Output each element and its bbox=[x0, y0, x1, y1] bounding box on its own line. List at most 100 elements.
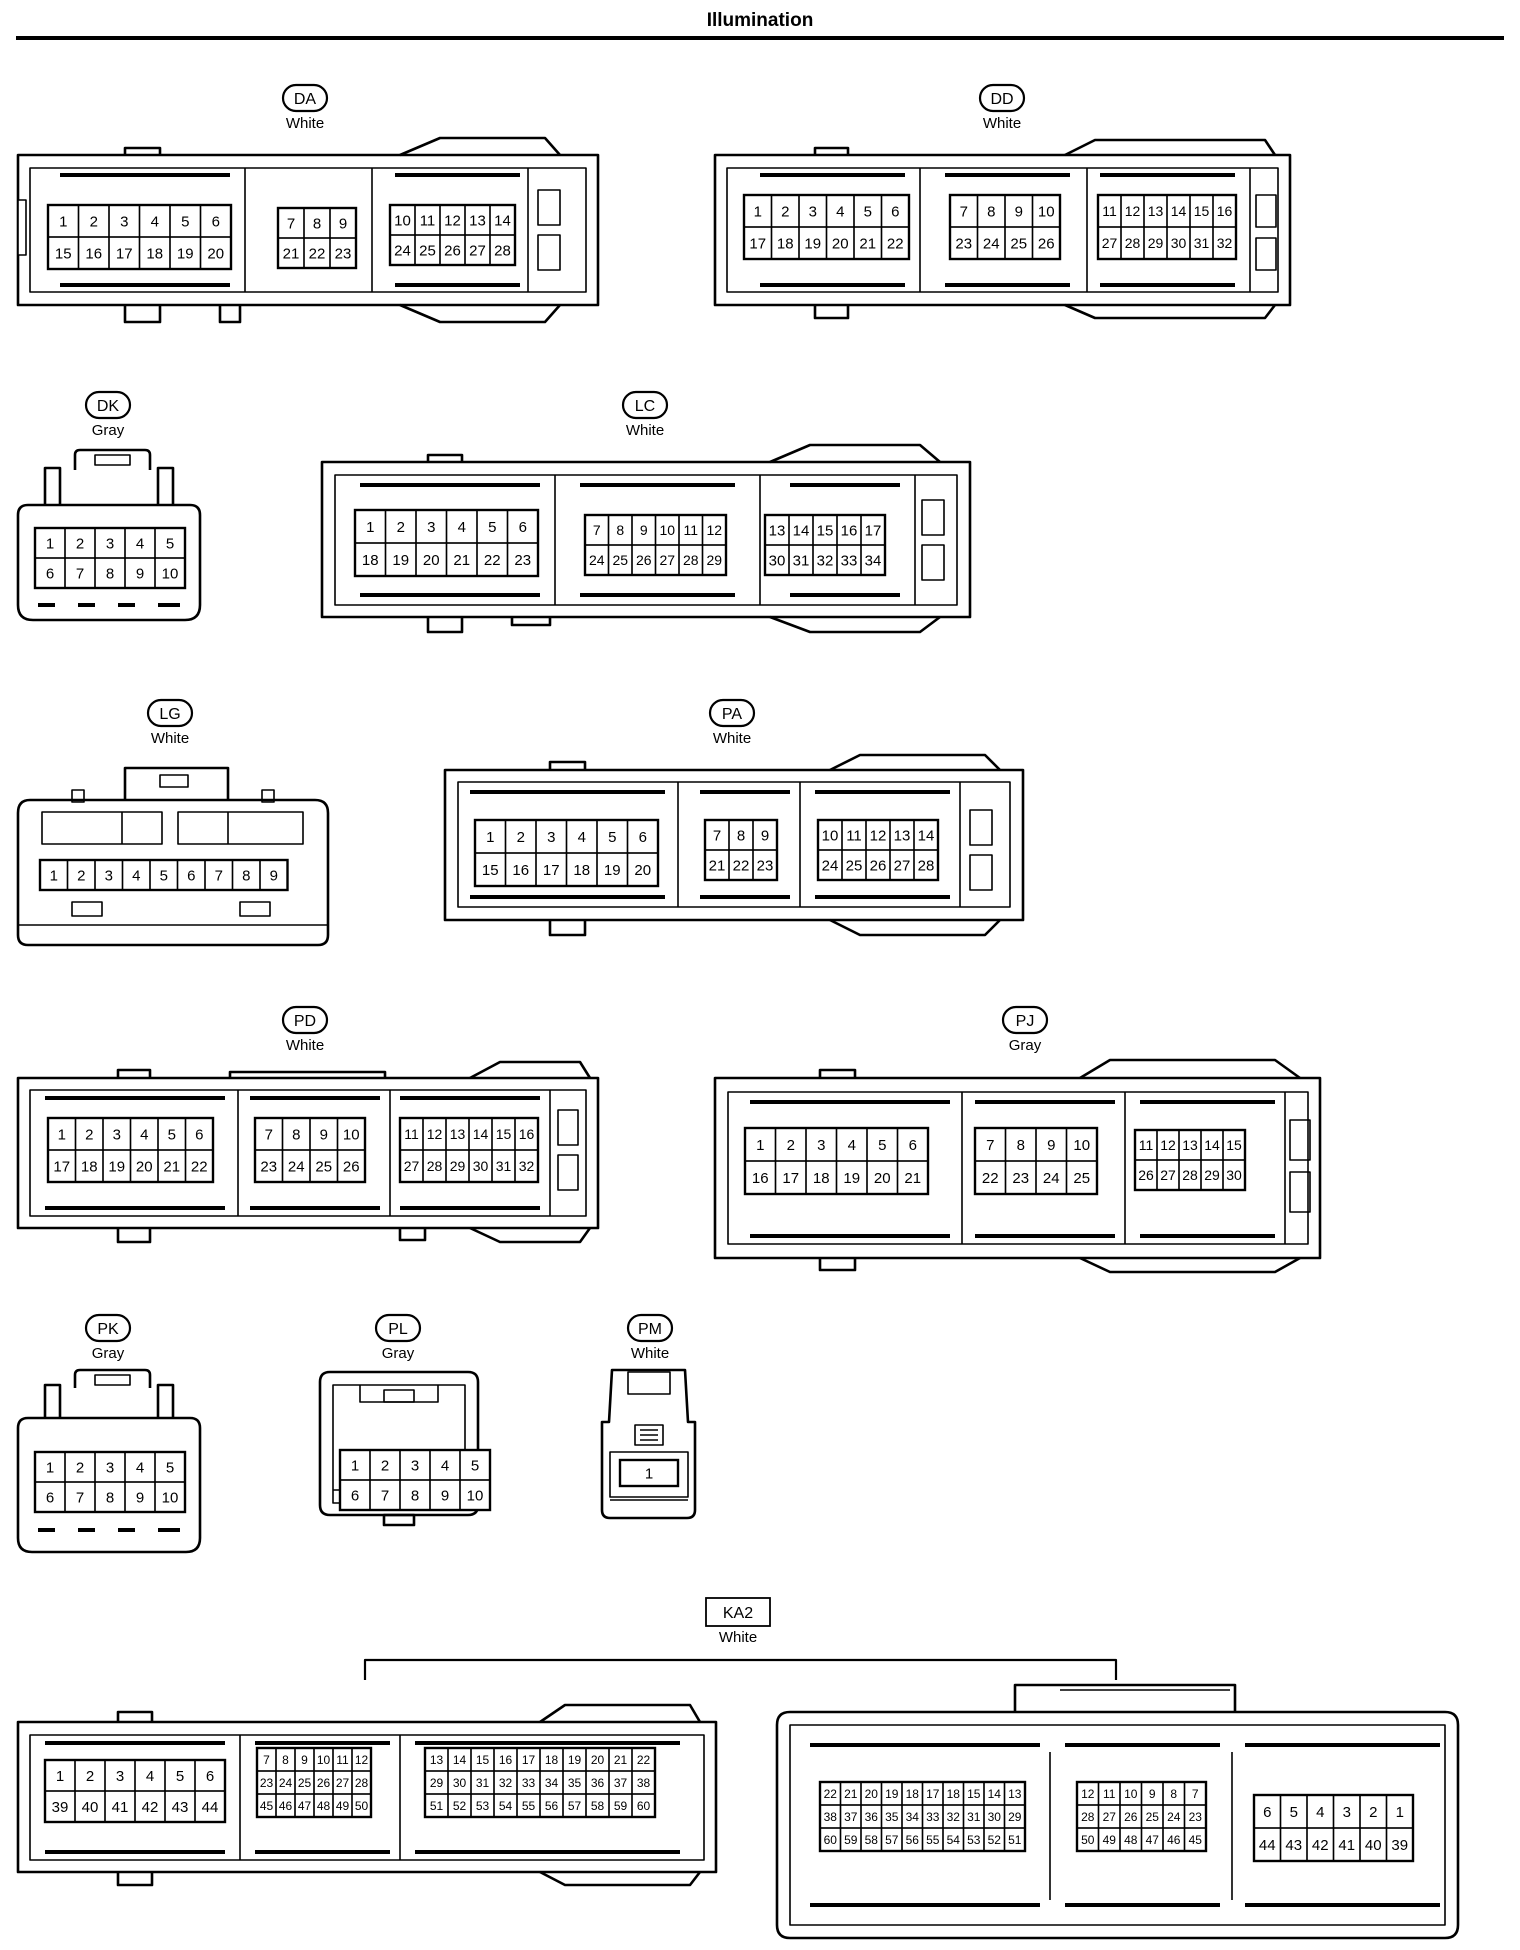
connector-dd-color: White bbox=[983, 115, 1021, 132]
connector-ka2-badge bbox=[705, 1597, 771, 1627]
pin-number: 12 bbox=[706, 522, 722, 538]
pin-cell bbox=[880, 226, 910, 260]
pin-cell bbox=[619, 1459, 679, 1487]
pin-number: 1 bbox=[754, 203, 762, 220]
pin-number: 31 bbox=[496, 1158, 512, 1174]
pin-number: 21 bbox=[859, 235, 876, 252]
pin-number: 18 bbox=[906, 1787, 920, 1801]
pin-number: 4 bbox=[136, 535, 144, 552]
pin-number: 1 bbox=[59, 213, 67, 230]
pin-number: 5 bbox=[166, 1459, 174, 1476]
pin-cell bbox=[896, 1160, 929, 1195]
connector-dd-badge bbox=[978, 83, 1026, 113]
pin-number: 29 bbox=[706, 552, 722, 568]
pin-number: 15 bbox=[1226, 1137, 1242, 1153]
pin-number: 9 bbox=[136, 565, 144, 582]
pin-number: 10 bbox=[822, 827, 839, 844]
pin-number: 18 bbox=[81, 1158, 98, 1175]
pin-number: 8 bbox=[313, 215, 321, 232]
pin-number: 46 bbox=[279, 1799, 293, 1813]
pin-number: 8 bbox=[987, 203, 995, 220]
pin-number: 18 bbox=[545, 1753, 559, 1767]
pin-number: 16 bbox=[85, 245, 102, 262]
pin-number: 26 bbox=[636, 552, 652, 568]
pin-number: 4 bbox=[836, 203, 844, 220]
pin-number: 7 bbox=[960, 203, 968, 220]
pin-number: 1 bbox=[58, 1126, 66, 1143]
pin-cell bbox=[154, 557, 186, 589]
pin-number: 25 bbox=[1073, 1170, 1090, 1187]
pin-number: 2 bbox=[85, 1126, 93, 1143]
pin-number: 1 bbox=[46, 535, 54, 552]
pin-number: 36 bbox=[591, 1776, 605, 1790]
pin-number: 17 bbox=[749, 235, 766, 252]
pin-number: 28 bbox=[918, 857, 935, 874]
pin-number: 9 bbox=[1015, 203, 1023, 220]
pin-number: 18 bbox=[362, 552, 379, 569]
pin-number: 15 bbox=[496, 1126, 512, 1142]
pin-number: 60 bbox=[824, 1833, 838, 1847]
pin-number: 9 bbox=[761, 827, 769, 844]
pin-number: 9 bbox=[640, 522, 648, 538]
pin-number: 30 bbox=[1171, 235, 1187, 251]
pin-number: 6 bbox=[212, 213, 220, 230]
pin-number: 54 bbox=[499, 1799, 513, 1813]
pin-number: 24 bbox=[288, 1158, 305, 1175]
pin-number: 5 bbox=[166, 535, 174, 552]
pin-number: 25 bbox=[419, 242, 436, 259]
pin-number: 25 bbox=[315, 1158, 332, 1175]
pin-number: 40 bbox=[82, 1799, 99, 1816]
pin-number: 26 bbox=[1038, 235, 1055, 252]
pin-number: 32 bbox=[947, 1810, 961, 1824]
pin-number: 12 bbox=[427, 1126, 443, 1142]
pin-number: 8 bbox=[282, 1753, 289, 1767]
connector-da-badge bbox=[281, 83, 329, 113]
pin-number: 23 bbox=[260, 1776, 274, 1790]
pin-number: 1 bbox=[366, 519, 374, 536]
pin-number: 22 bbox=[637, 1753, 651, 1767]
pin-number: 5 bbox=[864, 203, 872, 220]
title-rule bbox=[16, 36, 1504, 40]
pin-number: 11 bbox=[1103, 1787, 1116, 1801]
pin-number: 19 bbox=[804, 235, 821, 252]
pin-number: 17 bbox=[53, 1158, 70, 1175]
pin-number: 35 bbox=[568, 1776, 582, 1790]
pin-number: 5 bbox=[1290, 1804, 1298, 1821]
pin-number: 20 bbox=[634, 862, 651, 879]
pin-number: 21 bbox=[614, 1753, 628, 1767]
pin-number: 29 bbox=[1204, 1167, 1220, 1183]
pin-number: 17 bbox=[782, 1170, 799, 1187]
pin-cell bbox=[154, 1481, 186, 1513]
pin-number: 44 bbox=[1259, 1837, 1276, 1854]
pin-number: 24 bbox=[279, 1776, 293, 1790]
pin-number: 15 bbox=[817, 522, 834, 539]
pin-cell bbox=[631, 1793, 656, 1818]
connector-pj-color: Gray bbox=[1009, 1037, 1042, 1054]
connector-lc-color: White bbox=[626, 422, 664, 439]
pin-number: 25 bbox=[846, 857, 863, 874]
pin-number: 2 bbox=[76, 1459, 84, 1476]
connector-pm-badge bbox=[626, 1313, 674, 1343]
pin-number: 2 bbox=[381, 1457, 389, 1474]
pin-number: 21 bbox=[163, 1158, 180, 1175]
pin-number: 6 bbox=[46, 565, 54, 582]
pin-number: 53 bbox=[967, 1833, 981, 1847]
pin-number: 8 bbox=[242, 867, 250, 884]
pin-number: 10 bbox=[394, 212, 411, 229]
pin-number: 2 bbox=[397, 519, 405, 536]
pin-cell bbox=[351, 1793, 372, 1818]
pin-number: 5 bbox=[878, 1137, 886, 1154]
pin-number: 17 bbox=[522, 1753, 536, 1767]
connector-pd-color: White bbox=[286, 1037, 324, 1054]
pin-cell bbox=[506, 542, 539, 577]
pin-cell bbox=[259, 859, 289, 891]
pin-number: 32 bbox=[519, 1158, 535, 1174]
pin-number: 2 bbox=[86, 1768, 94, 1785]
pin-number: 9 bbox=[270, 867, 278, 884]
connector-dd-code: DD bbox=[990, 91, 1013, 108]
pin-number: 4 bbox=[848, 1137, 856, 1154]
pin-number: 22 bbox=[484, 552, 501, 569]
pin-number: 22 bbox=[824, 1787, 838, 1801]
connector-pk-badge bbox=[84, 1313, 132, 1343]
